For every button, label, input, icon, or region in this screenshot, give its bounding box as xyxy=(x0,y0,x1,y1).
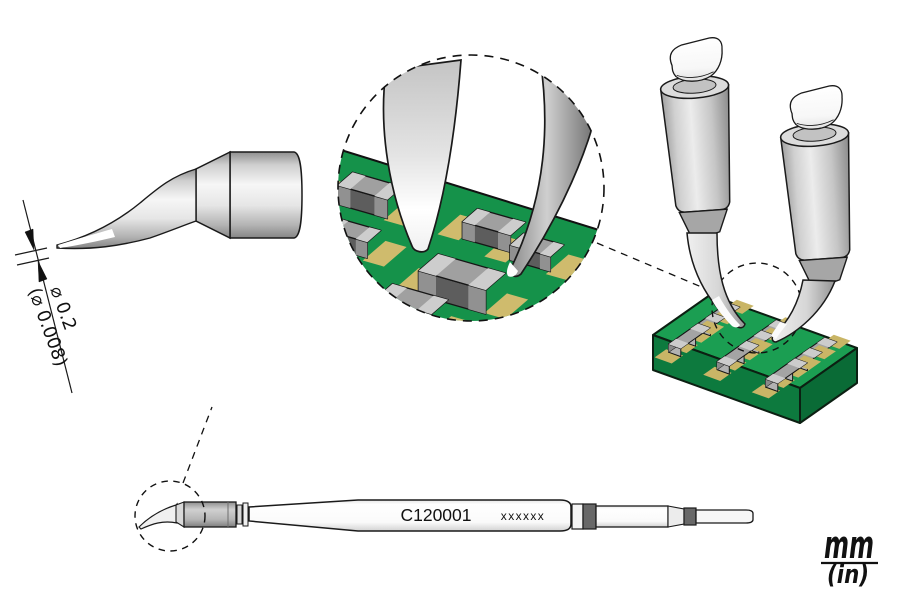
dimension-tick-upper xyxy=(14,247,48,256)
tweezer-cone-right-shine xyxy=(771,322,787,339)
solder-pad xyxy=(545,254,590,281)
smd-chip xyxy=(417,253,507,315)
smd-chip xyxy=(716,340,760,375)
pcb-zoom-edge xyxy=(338,145,604,235)
dimension-arrow-down xyxy=(37,260,48,283)
cartridge-tip-small xyxy=(138,502,178,530)
bent-tip-profile xyxy=(56,168,197,250)
tweezer-cone-left-shine xyxy=(712,296,740,328)
tweezer-tip-right-shine xyxy=(506,262,518,277)
handpiece-left xyxy=(656,36,740,239)
detail-dashed-circle-bottom xyxy=(134,480,206,552)
diameter-labels: ⌀ 0.2 (⌀ 0.008) xyxy=(24,284,81,370)
cartridge-collar xyxy=(183,501,237,528)
pcb-block-side xyxy=(799,347,858,424)
cartridge-taper xyxy=(667,505,685,528)
tip-highlight xyxy=(58,229,115,248)
smd-chip xyxy=(461,207,527,254)
smd-chip xyxy=(338,171,404,220)
pcb-zoom xyxy=(338,56,604,321)
unit-mm-text: mm xyxy=(824,523,874,567)
dimension-arrow-up xyxy=(24,228,35,251)
solder-pad xyxy=(484,293,529,320)
cartridge-handle-body xyxy=(248,499,572,532)
cartridge-mid-section xyxy=(595,505,669,528)
cartridge-nose-cone xyxy=(195,150,231,240)
smd-chip xyxy=(765,357,808,392)
tweezer-cone-right xyxy=(771,279,837,343)
cartridge-ring-b xyxy=(242,502,249,527)
magnifier-circle xyxy=(337,54,605,322)
cartridge-serial-text: xxxxxx xyxy=(501,509,545,523)
dimension-annotation xyxy=(14,199,73,394)
cartridge-dark-ring-b xyxy=(683,507,697,526)
cartridge-contact-rod xyxy=(695,509,754,524)
smd-chip xyxy=(668,323,711,358)
cartridge-side-view: C120001 xxxxxx xyxy=(134,406,754,552)
cartridge-tip-cone xyxy=(175,501,185,528)
pcb-block xyxy=(652,294,858,424)
solder-pad xyxy=(751,384,781,399)
solder-pad xyxy=(338,222,342,248)
tweezers-application-view xyxy=(652,36,860,424)
tweezer-cone-left xyxy=(686,232,746,329)
units-legend: mm (in) xyxy=(821,523,878,590)
cartridge-nose-cylinder xyxy=(229,151,303,239)
tip-profile-view: ⌀ 0.2 (⌀ 0.008) xyxy=(14,150,303,394)
cartridge-dark-ring-a xyxy=(582,503,597,530)
unit-in-text: (in) xyxy=(827,560,869,590)
cartridge-ring-a xyxy=(236,504,243,525)
cartridge-model-text: C120001 xyxy=(400,505,471,525)
tweezer-tip-left-zoom xyxy=(382,59,462,253)
solder-pad xyxy=(351,294,396,320)
handpiece-right xyxy=(776,84,860,287)
detail-leader-line xyxy=(182,406,213,484)
solder-pad xyxy=(362,240,407,267)
dimension-tick-lower xyxy=(16,257,50,266)
magnifier-dashed-border xyxy=(337,54,605,322)
cartridge-step xyxy=(571,503,584,530)
